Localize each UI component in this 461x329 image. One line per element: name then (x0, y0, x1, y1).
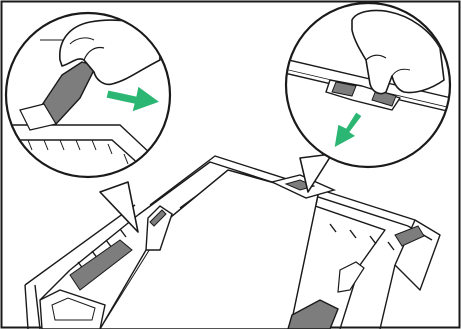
tray-front-grip (39, 289, 106, 329)
arrow-down-icon (333, 111, 363, 149)
hand-icon (59, 19, 161, 86)
arrow-right-icon (105, 85, 162, 113)
right-callout-end-guide (325, 79, 401, 111)
tray-right-panel-shade (394, 225, 425, 247)
tray-left-panel-shade (69, 239, 133, 291)
left-side-guide (145, 205, 173, 251)
right-detail-callout (284, 1, 452, 193)
hand-icon (351, 9, 445, 95)
left-detail-callout (4, 11, 172, 233)
tray-front-right-part (287, 261, 365, 329)
